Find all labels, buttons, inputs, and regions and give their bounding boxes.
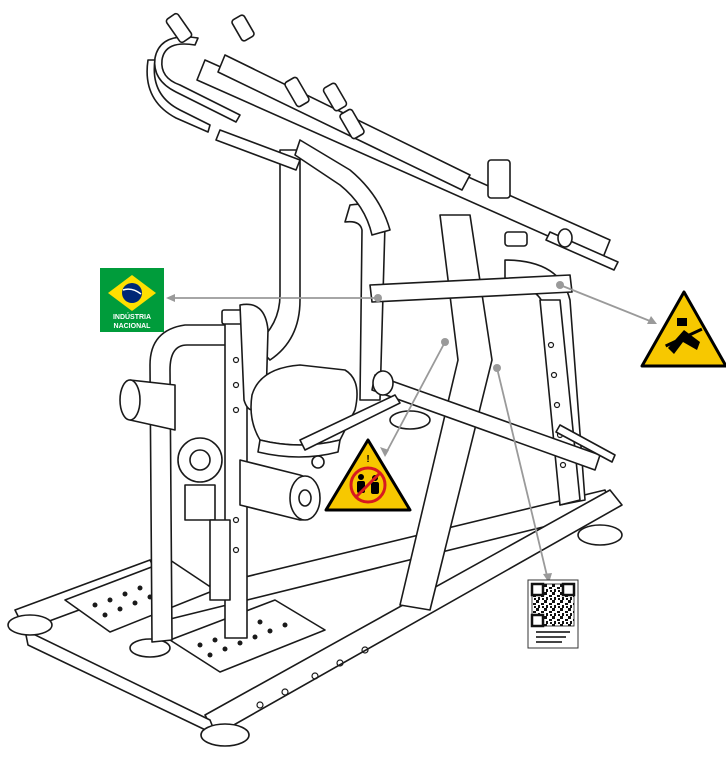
lever-arm <box>294 139 391 236</box>
handle-stub <box>555 424 616 463</box>
seat-pad-side <box>257 439 341 458</box>
grip-cap-2 <box>231 14 255 42</box>
grip-cap-6 <box>487 159 511 199</box>
foot-rear-right <box>577 524 623 546</box>
seat-rail <box>299 394 401 451</box>
leader-lines <box>168 284 656 581</box>
hand-crush-icon <box>665 318 703 354</box>
seat-frame-arch <box>149 324 233 643</box>
handle-bar-2 <box>215 129 301 171</box>
qr-code-label <box>527 579 579 649</box>
left-arch <box>254 149 301 361</box>
flag-text-line-1: INDÚSTRIA <box>113 312 151 321</box>
crossbar-upper <box>369 274 573 303</box>
foot-front-right <box>200 723 250 747</box>
grip-cap-4 <box>322 82 348 112</box>
leader-crush <box>559 284 656 324</box>
flag-text-line-2: NACIONAL <box>114 323 152 330</box>
crush-warning-label <box>640 290 726 368</box>
leader-qr <box>496 367 549 581</box>
leader-children <box>384 341 446 456</box>
brazil-flag-sticker: INDÚSTRIA NACIONAL <box>100 268 164 332</box>
handle-loop <box>153 36 241 123</box>
svg-text:!: ! <box>366 454 369 465</box>
handle-bar-left <box>146 59 211 133</box>
foot-front-left <box>7 614 53 636</box>
grip-cap-5 <box>339 108 365 140</box>
seat-upright-lower <box>209 519 231 601</box>
children-warning-label: ! <box>324 438 412 512</box>
grip-cap-3 <box>284 76 310 108</box>
grip-cap-7 <box>504 231 528 247</box>
foot-rear-mid <box>389 410 431 430</box>
foot-plate-left <box>64 559 216 633</box>
foot-rear-left <box>129 638 171 658</box>
grip-cap-1 <box>165 12 193 44</box>
machine-frame <box>7 12 623 747</box>
